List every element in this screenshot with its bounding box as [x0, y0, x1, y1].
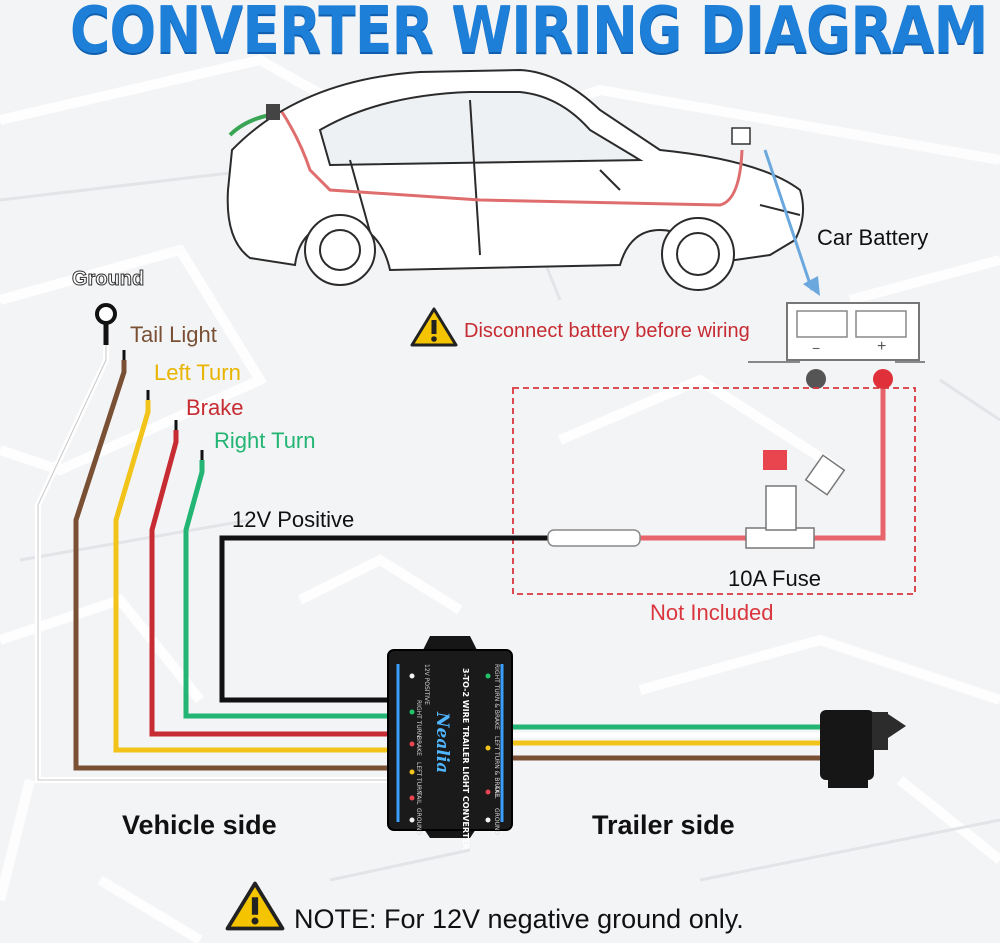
car-battery-label: Car Battery [817, 225, 929, 250]
not-included-label: Not Included [650, 600, 774, 625]
ring-terminal-icon [95, 303, 117, 345]
brake-wire [149, 430, 392, 737]
terminal-12v-positive: 12V POSITIVE [423, 664, 430, 705]
right-turn-wire [183, 460, 392, 719]
trailer-plug [820, 710, 906, 788]
terminal-tail: TAIL [415, 792, 422, 805]
terminal-trailer-tail: TAIL [493, 786, 500, 799]
disconnect-warning-label: Disconnect battery before wiring [464, 320, 750, 342]
warning-triangle-icon [225, 881, 285, 931]
fuse-label: 10A Fuse [728, 566, 821, 591]
tail-light-label: Tail Light [130, 322, 217, 347]
car-red-wire [280, 111, 744, 207]
terminal-right-turn: RIGHT TURN [415, 700, 422, 738]
terminal-trailer-right-turn-brake: RIGHT TURN & BRAKE [493, 664, 500, 730]
positive-12v-label: 12V Positive [232, 507, 355, 532]
wire-tips [122, 350, 204, 460]
page-title: CONVERTER WIRING DIAGRAM [70, 0, 988, 68]
battery-plus-sign: + [877, 338, 887, 355]
terminal-left-turn: LEFT TURN [415, 762, 422, 795]
battery-minus-sign: − [812, 340, 821, 356]
brake-label: Brake [186, 395, 244, 420]
battery-negative-terminal [806, 369, 826, 389]
trailer-side-label: Trailer side [592, 810, 735, 840]
inline-fuse-holder [547, 529, 641, 547]
left-turn-label: Left Turn [154, 360, 241, 385]
terminal-trailer-ground: GROUND [493, 808, 500, 836]
ground-label: Ground [71, 268, 145, 291]
blade-fuse-icon [745, 450, 846, 549]
car-converter-module [266, 104, 280, 120]
car-green-wire [228, 113, 271, 137]
converter-brand-logo: Nealia [432, 712, 452, 774]
car-illustration [226, 68, 805, 291]
tail-light-wire [73, 360, 392, 771]
terminal-brake: BRAKE [415, 736, 422, 756]
converter-model-text: 3-TO-2 WIRE TRAILER LIGHT CONVERTER [461, 668, 470, 850]
not-included-box [512, 387, 916, 595]
car-battery-small [731, 127, 751, 145]
warning-triangle-icon [410, 307, 458, 347]
battery-positive-terminal [873, 369, 893, 389]
battery-positive-wire [640, 389, 886, 541]
vehicle-side-label: Vehicle side [122, 810, 277, 840]
converter-box [387, 636, 513, 838]
ground-wire-edge [37, 345, 392, 781]
terminal-ground: GROUND [415, 808, 422, 836]
left-turn-wire [113, 400, 392, 753]
battery-arrow [763, 149, 814, 291]
positive-12v-wire [219, 535, 548, 703]
battery-arrow-head [803, 276, 820, 296]
note-label: NOTE: For 12V negative ground only. [294, 904, 744, 934]
battery-illustration [748, 302, 925, 363]
right-turn-label: Right Turn [214, 428, 316, 453]
